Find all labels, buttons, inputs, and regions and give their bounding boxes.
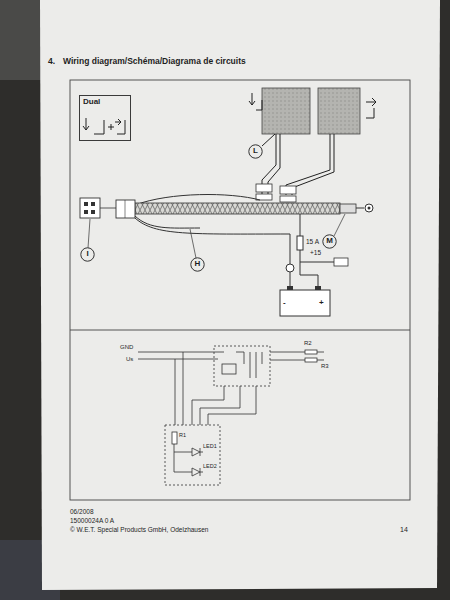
callout-letter: M — [326, 237, 333, 246]
callout-circle: I — [80, 247, 95, 262]
callout-letter: I — [86, 250, 88, 259]
led-name: LED2 — [203, 463, 217, 469]
led-name: LED1 — [203, 443, 217, 449]
callout-circle: L — [248, 144, 263, 159]
callout-circle: M — [322, 234, 337, 249]
signal-name: Us — [126, 356, 133, 363]
battery-pole: + — [319, 299, 324, 308]
callout-letter: H — [195, 260, 201, 269]
page-number: 14 — [400, 526, 408, 534]
resistor-name: R1 — [179, 432, 186, 438]
terminal-label: +15 — [310, 249, 321, 256]
variant-name: Dual — [83, 98, 100, 107]
signal-name: GND — [120, 344, 133, 351]
resistor-name: R2 — [304, 340, 312, 347]
resistor-name: R3 — [321, 363, 329, 370]
fuse-rating: 15 A — [306, 238, 319, 245]
variant-box: Dual — [79, 95, 131, 141]
part-number: 15000024A 0 A — [70, 517, 114, 524]
battery-pole: - — [283, 299, 286, 308]
callout-circle: H — [190, 257, 205, 272]
page-title: Wiring diagram/Schéma/Diagrama de circui… — [63, 57, 246, 66]
section-number: 4. — [48, 57, 55, 66]
copyright: © W.E.T. Special Products GmbH, Odelzhau… — [70, 526, 208, 533]
footer-date: 06/2008 — [70, 508, 94, 515]
callout-letter: L — [253, 147, 258, 156]
